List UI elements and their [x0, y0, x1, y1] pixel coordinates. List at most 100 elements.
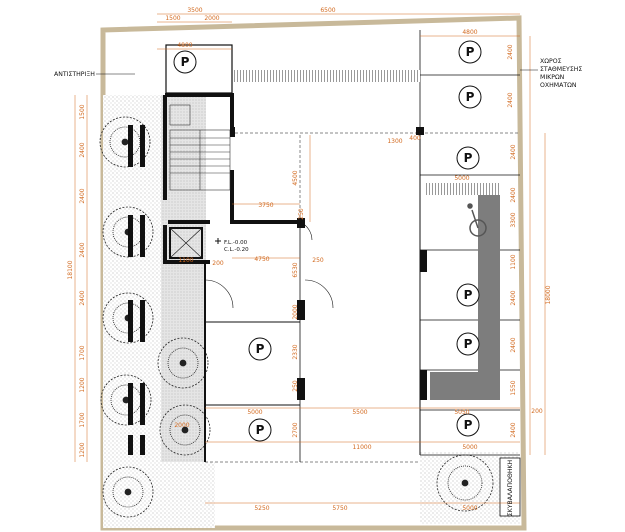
lift-shaft — [169, 227, 203, 259]
dim-inner-9: 250 — [312, 257, 324, 264]
dim-right-3: 5000 — [454, 175, 469, 182]
dim-inner-1: 1300 — [387, 138, 402, 145]
dim-right-10: 2400 — [510, 422, 517, 437]
dim-inner-18: 5000 — [462, 444, 477, 451]
label-bin-store: ΣΚΥΒΑΛΑΠΟΘΗΚΗ — [507, 459, 514, 516]
dim-top-3: 2000 — [204, 15, 219, 22]
dim-left-2: 2400 — [79, 142, 86, 157]
dim-inner-22: 5750 — [332, 505, 347, 512]
dim-right-4: 3300 — [510, 212, 517, 227]
dim-right-9: 200 — [531, 408, 543, 415]
parking-spot-8: P — [248, 337, 272, 361]
parking-spot-4: P — [456, 146, 480, 170]
dim-left-4: 2400 — [79, 242, 86, 257]
label-moto-3: ΜΙΚΡΩΝ — [540, 74, 565, 81]
core-walls — [163, 93, 300, 264]
annotations: ΑΝΤΙΣΤΗΡΙΞΗ ΧΩΡΟΣ ΣΤΑΘΜΕΥΣΗΣ ΜΙΚΡΩΝ ΟΧΗΜ… — [54, 58, 582, 516]
dim-inner-2: 400 — [409, 135, 421, 142]
parking-spot-7: P — [456, 413, 480, 437]
parking-spot-3: P — [458, 85, 482, 109]
dimension-lines — [74, 13, 546, 504]
wheelchair-icon — [467, 203, 487, 237]
dim-inner-13: 250 — [292, 380, 299, 392]
dim-inner-10: 6530 — [292, 262, 299, 277]
dim-left-7: 1200 — [79, 377, 86, 392]
svg-text:P: P — [464, 151, 473, 165]
tree-8 — [436, 454, 494, 512]
dim-inner-19: 11000 — [352, 444, 371, 451]
svg-text:P: P — [466, 45, 475, 59]
dim-inner-14: 2700 — [292, 422, 299, 437]
ramp-strip — [161, 95, 206, 463]
dim-inner-3: 3750 — [258, 202, 273, 209]
level-fl: F.L.-0.00 — [224, 240, 248, 246]
tree-7 — [102, 466, 154, 518]
top-left-room — [165, 44, 233, 94]
svg-text:P: P — [256, 342, 265, 356]
dim-left-total: 18100 — [67, 260, 74, 279]
dim-inner-4: 250 — [298, 208, 305, 220]
dim-top-5: 4800 — [177, 42, 192, 49]
parking-spot-9: P — [248, 418, 272, 442]
svg-text:P: P — [464, 418, 473, 432]
parking-spot-2: P — [458, 40, 482, 64]
dim-top-7: 2400 — [507, 44, 514, 59]
label-retaining: ΑΝΤΙΣΤΗΡΙΞΗ — [54, 71, 95, 78]
bin-store — [499, 457, 521, 517]
level-cl: C.L.-0.20 — [224, 247, 249, 253]
tree-4 — [157, 337, 209, 389]
side-ramp — [430, 183, 500, 400]
dim-left-5: 2400 — [79, 290, 86, 305]
dim-left-9: 1200 — [79, 442, 86, 457]
dim-left-1: 1500 — [79, 104, 86, 119]
dim-inner-12: 2330 — [292, 344, 299, 359]
dim-inner-20: 2000 — [174, 422, 189, 429]
svg-text:P: P — [464, 337, 473, 351]
svg-text:P: P — [466, 90, 475, 104]
svg-text:P: P — [181, 55, 190, 69]
dim-inner-11: 2000 — [292, 304, 299, 319]
dim-right-8: 1550 — [510, 380, 517, 395]
dim-right-1: 2400 — [510, 144, 517, 159]
parking-spot-6: P — [456, 332, 480, 356]
dim-left-8: 1700 — [79, 412, 86, 427]
accessible-space — [425, 183, 500, 195]
dim-inner-5: 4500 — [292, 170, 299, 185]
parking-symbols: P P P P P P P P P — [173, 40, 482, 442]
dim-inner-8: 4750 — [254, 256, 269, 263]
dim-top-2: 1500 — [165, 15, 180, 22]
dim-inner-15: 5000 — [247, 409, 262, 416]
dim-inner-16: 5500 — [352, 409, 367, 416]
level-marker: F.L.-0.00 C.L.-0.20 — [215, 238, 249, 253]
svg-text:P: P — [256, 423, 265, 437]
parking-spot-5: P — [456, 283, 480, 307]
dim-right-7: 2400 — [510, 337, 517, 352]
dim-top-8: 2400 — [507, 92, 514, 107]
dim-top-4: 6500 — [320, 7, 335, 14]
dim-right-5: 1100 — [510, 254, 517, 269]
doors — [204, 221, 334, 309]
dim-right-6: 2400 — [510, 290, 517, 305]
partition-walls — [204, 30, 520, 463]
dim-left-6: 1700 — [79, 345, 86, 360]
parking-spot-1: P — [173, 50, 197, 74]
dim-inner-23: 5000 — [462, 505, 477, 512]
dim-inner-17: 5050 — [454, 409, 469, 416]
top-ramp — [234, 70, 420, 82]
label-moto-4: ΟΧΗΜΑΤΩΝ — [540, 82, 577, 89]
dim-inner-21: 5250 — [254, 505, 269, 512]
bottom-garden — [103, 462, 215, 528]
svg-text:P: P — [464, 288, 473, 302]
columns — [230, 127, 427, 400]
stairs — [169, 104, 231, 191]
dim-top-6: 4800 — [462, 29, 477, 36]
label-moto-2: ΣΤΑΘΜΕΥΣΗΣ — [540, 66, 582, 73]
bollards — [128, 125, 145, 455]
dim-top-1: 3500 — [187, 7, 202, 14]
dim-inner-6: 1100 — [178, 257, 193, 264]
dimension-texts: 3500 1500 2000 6500 4800 4800 2400 2400 … — [67, 7, 552, 512]
dim-right-2: 2400 — [510, 187, 517, 202]
dim-right-total: 18000 — [545, 285, 552, 304]
dim-left-3: 2400 — [79, 188, 86, 203]
